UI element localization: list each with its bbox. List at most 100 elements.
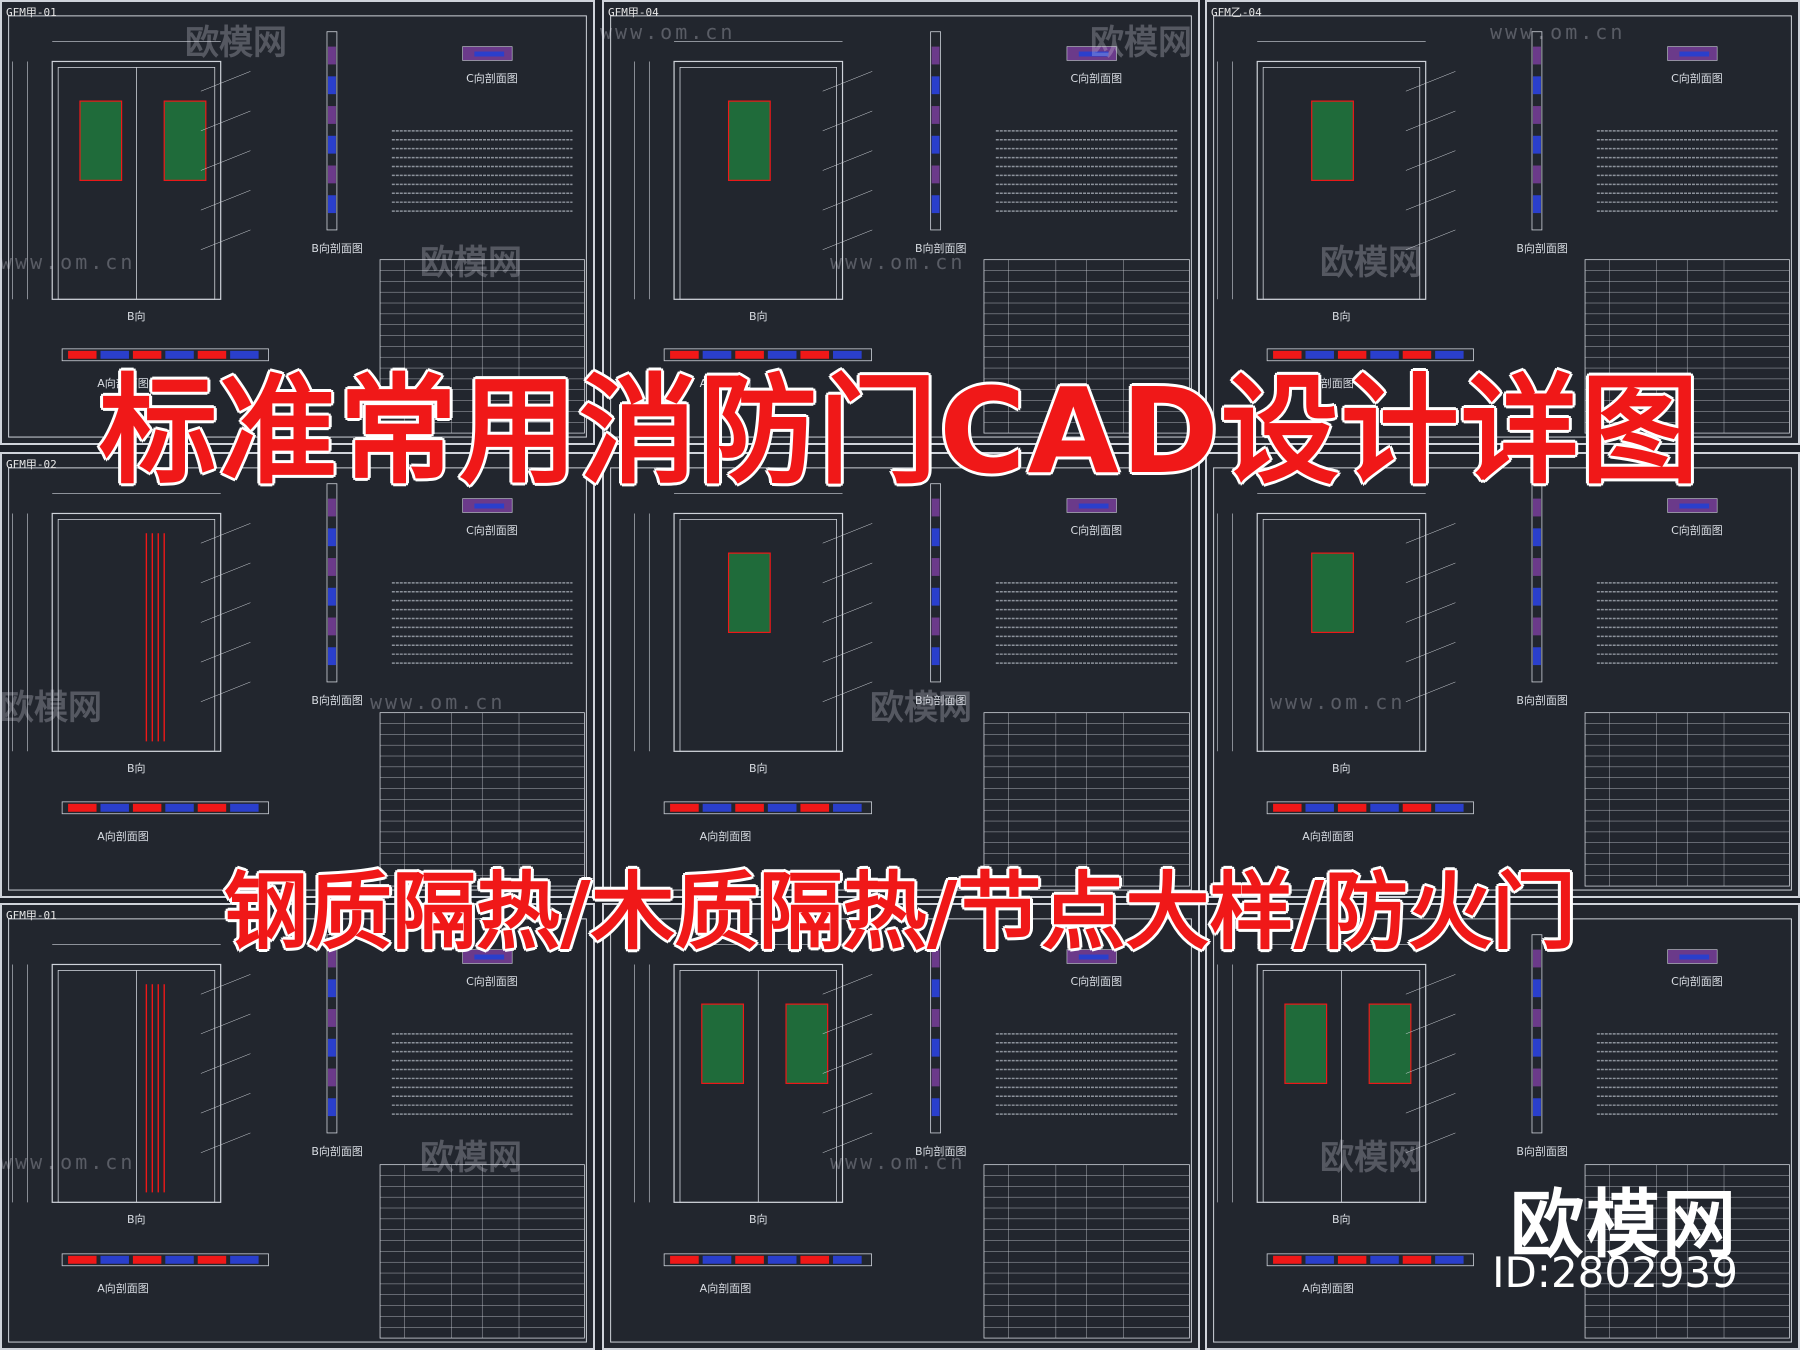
section-fill [1532,647,1541,666]
cad-drawing [8,467,587,891]
section-fill [327,558,336,576]
glass-panel [1284,1003,1328,1084]
section-fill [931,979,940,998]
leader-line [822,71,873,92]
section-fill [670,803,699,812]
section-frame [1266,801,1474,815]
section-label: B向剖面图 [311,694,363,707]
detail-c-core [474,51,505,57]
glass-panel [727,100,771,181]
section-fill [767,1255,797,1264]
detail-c-core [1078,503,1109,509]
section-fill [100,803,129,812]
section-label: A向剖面图 [97,830,149,843]
section-fill [931,165,940,184]
leader-line [1405,110,1456,132]
section-fill [132,350,162,359]
door-leaf [57,519,216,752]
section-fill [1337,803,1367,812]
section-fill [1305,1255,1334,1264]
section-label: A向剖面图 [699,1282,752,1295]
detail-c-core [474,503,505,509]
section-fill [931,587,940,606]
section-frame [61,801,269,815]
section-fill [68,350,97,359]
door-leaf [1262,67,1421,300]
section-fill [1532,165,1541,184]
section-fill [1532,106,1541,124]
section-fill [327,195,336,214]
cad-drawing [1213,467,1792,891]
door-leaf [679,67,837,300]
section-fill [931,106,940,124]
section-label: A向剖面图 [1302,1282,1354,1295]
section-fill [833,1255,862,1264]
section-fill [767,350,797,359]
section-label: B向剖面图 [914,242,967,255]
section-label: C向剖面图 [466,72,518,85]
section-frame [1531,483,1543,683]
section-frame [930,31,941,231]
sheet-frame [1213,15,1792,438]
door-leaf [1262,519,1421,752]
leader-line [200,1132,251,1153]
section-label: C向剖面图 [1070,72,1123,85]
glass-panel [79,100,123,181]
section-frame [930,483,941,683]
section-frame [930,934,941,1134]
section-fill [132,803,162,812]
leader-line [822,110,873,132]
section-fill [1435,350,1464,359]
detail-c-core [1679,954,1710,960]
section-label: C向剖面图 [1671,72,1723,85]
section-fill [100,1255,129,1264]
section-fill [100,350,129,359]
section-fill [1532,617,1541,636]
page-title: 标准常用消防门CAD设计详图 [99,362,1701,500]
leader-line [1405,150,1456,171]
sheet-code: GFM甲-02 [6,458,57,471]
section-label: B向剖面图 [1516,694,1568,707]
section-fill [327,587,336,606]
section-fill [1402,803,1432,812]
leader-line [200,110,251,132]
section-fill [327,1009,336,1027]
section-fill [1532,46,1541,65]
glass-panel [1368,1003,1412,1084]
section-fill [1532,587,1541,606]
detail-c-core [474,954,505,960]
sheet-frame [8,15,587,438]
section-fill [1532,1009,1541,1027]
section-fill [735,350,764,359]
leader-line [200,523,251,544]
sheet-frame [1213,467,1792,891]
section-label: A向剖面图 [699,377,752,390]
section-frame [663,348,872,362]
section-fill [1435,1255,1464,1264]
section-fill [197,1255,227,1264]
section-fill [1532,498,1541,517]
section-fill [931,528,940,547]
section-fill [327,1098,336,1117]
section-label: C向剖面图 [1671,524,1723,537]
section-frame [1531,31,1543,231]
leader-line [1405,71,1456,92]
leader-line [200,1053,251,1074]
section-fill [670,1255,699,1264]
section-fill [327,135,336,154]
leader-line [200,229,251,250]
sheet-code: GFM甲-01 [6,909,57,922]
section-frame [326,31,338,231]
section-frame [61,348,269,362]
leader-line [822,602,873,623]
leader-line [200,150,251,171]
glass-panel [1311,552,1354,633]
section-fill [1337,1255,1367,1264]
glass-panel [727,552,771,633]
brand-id: ID:2802939 [1492,1248,1738,1297]
